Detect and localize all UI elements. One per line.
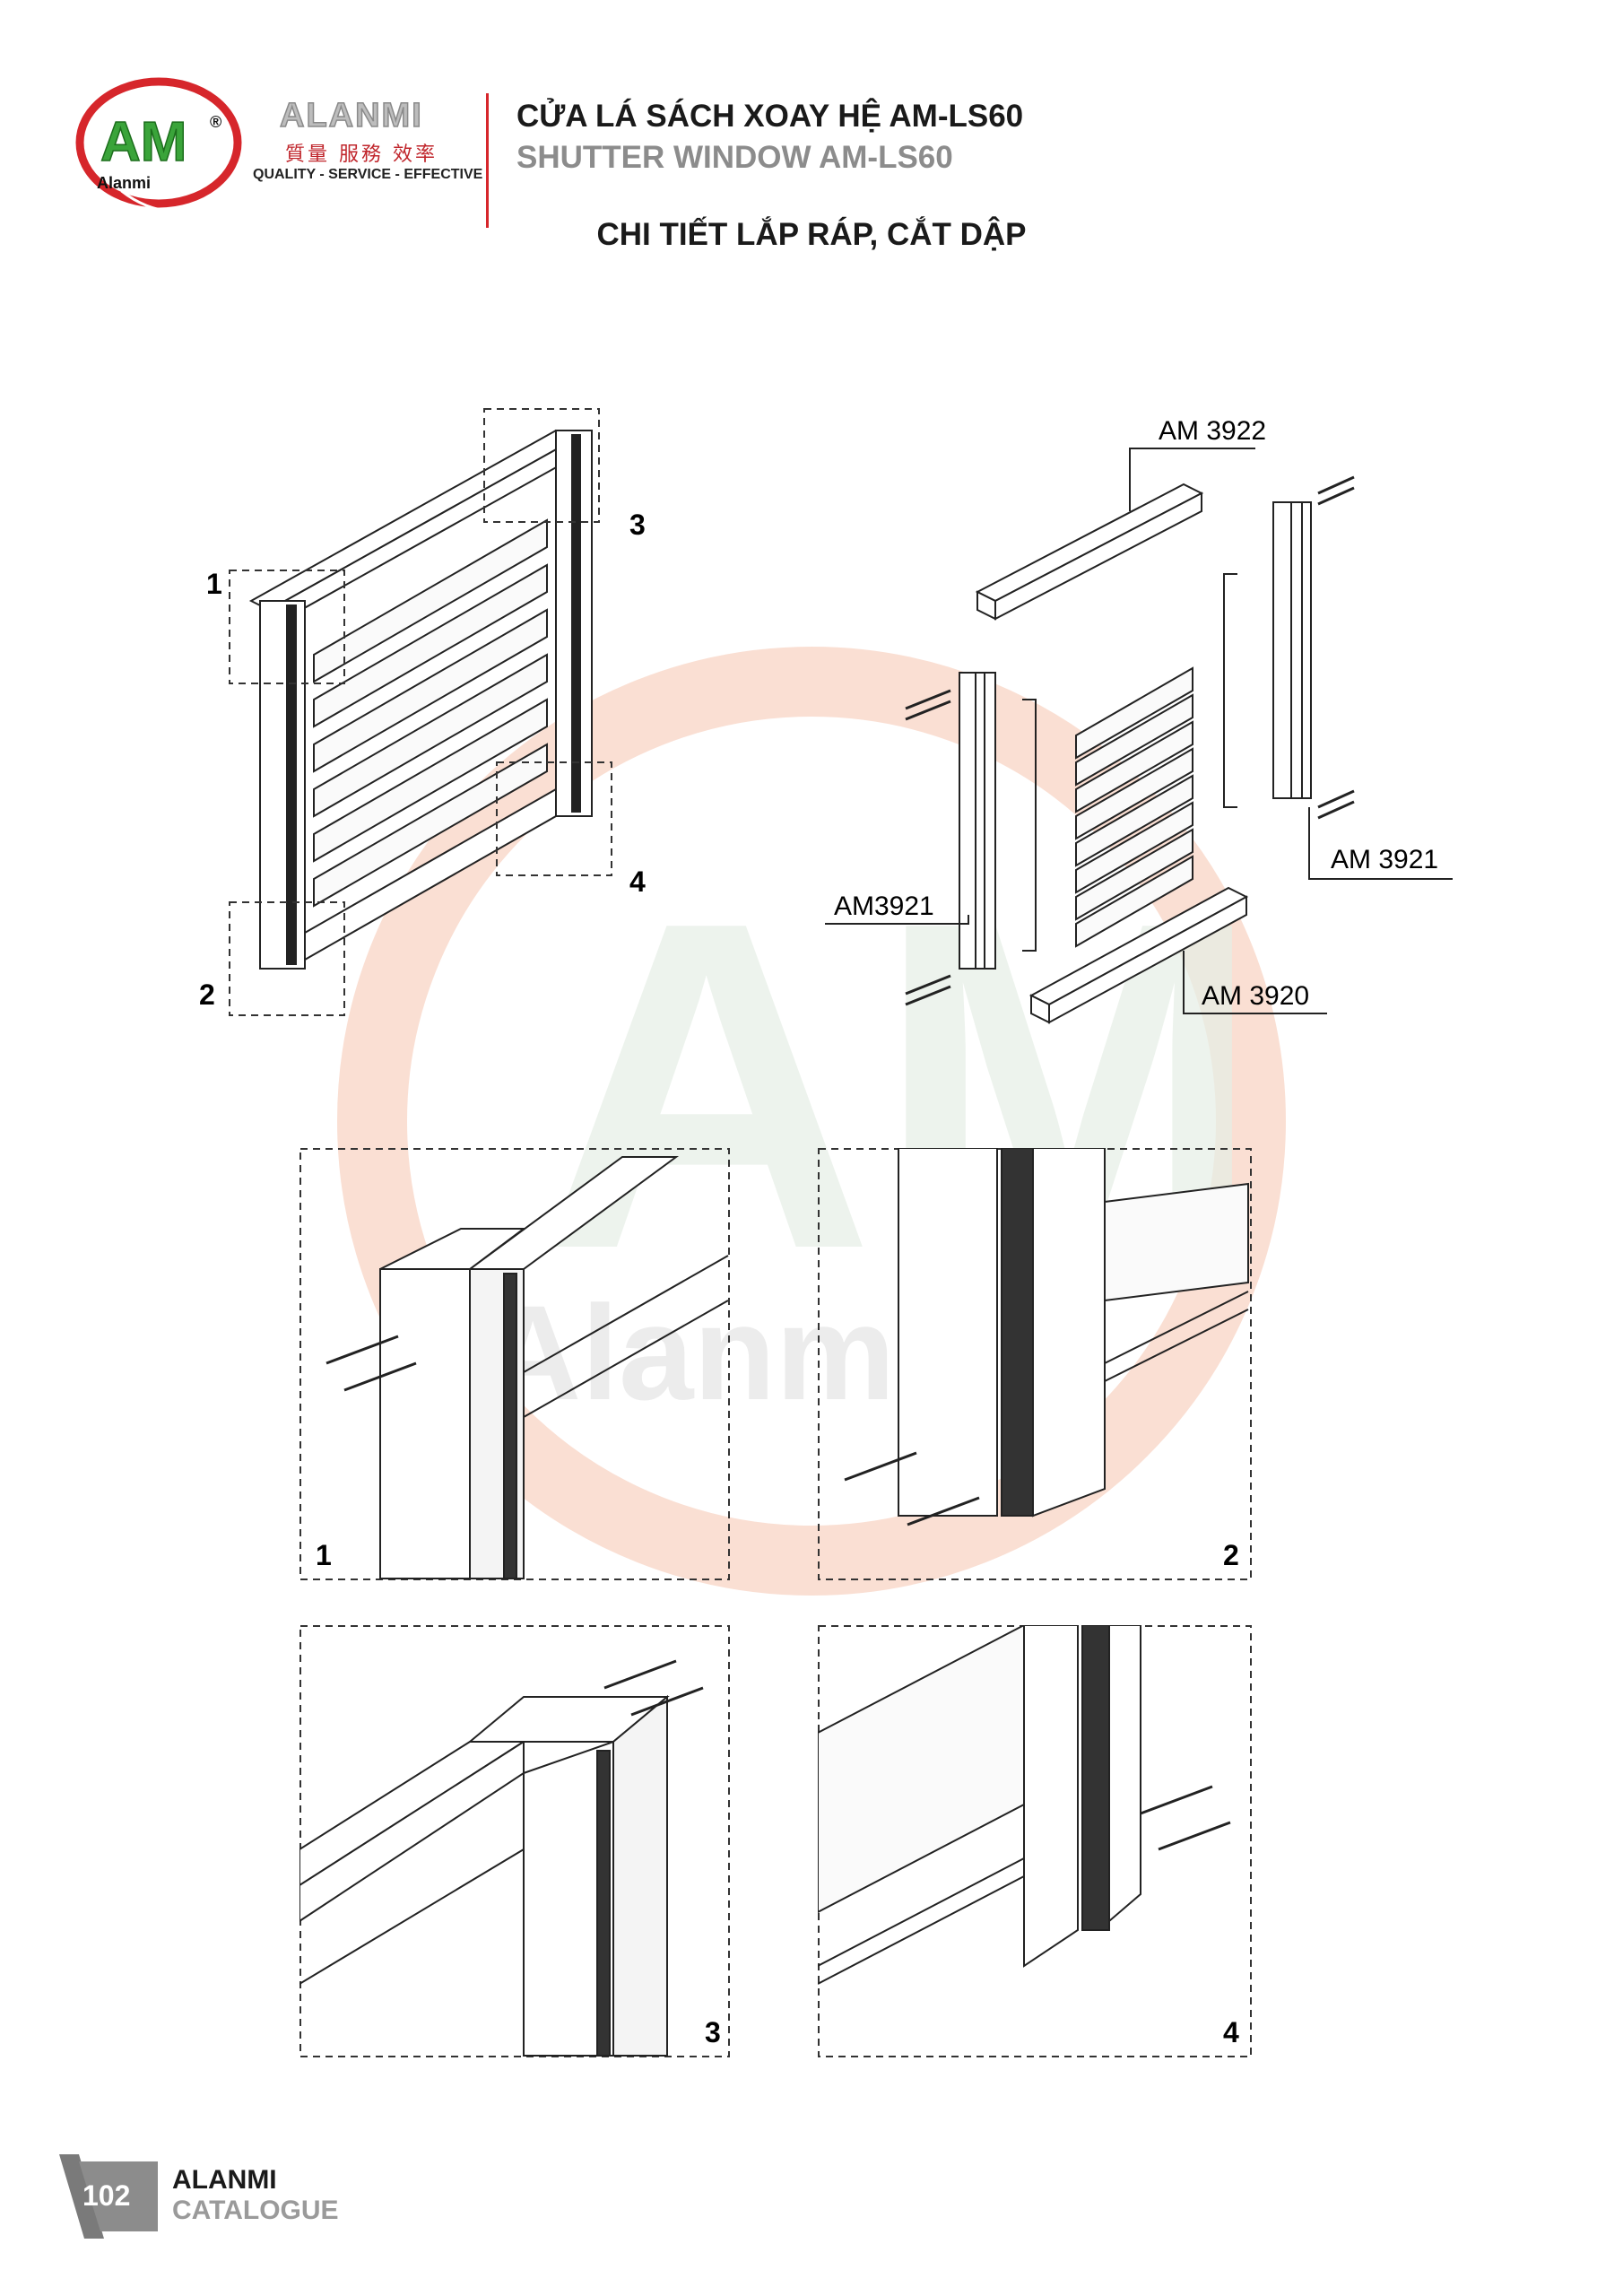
- part-label-bottom-rail: AM 3920: [1202, 981, 1309, 1011]
- callout-3: 3: [629, 509, 646, 541]
- part-label-right-jamb: AM 3921: [1331, 845, 1438, 874]
- detail-number-2: 2: [1223, 1539, 1239, 1571]
- page-number: 102: [82, 2179, 131, 2212]
- company-logo: AM ® Alanmi: [74, 72, 253, 213]
- svg-text:®: ®: [210, 113, 221, 131]
- brand-chinese: 質量 服務 效率: [285, 144, 438, 166]
- part-label-left-jamb: AM3921: [834, 891, 934, 921]
- top-rail-part: [975, 483, 1204, 603]
- detail-panel-3: 3: [299, 1625, 730, 2057]
- detail-number-4: 4: [1223, 2016, 1239, 2048]
- detail-number-3: 3: [705, 2016, 721, 2048]
- title-vietnamese: CỬA LÁ SÁCH XOAY HỆ AM-LS60: [516, 99, 1024, 134]
- part-label-top-rail: AM 3922: [1159, 416, 1266, 446]
- page-subtitle: CHI TIẾT LẮP RÁP, CẮT DẬP: [596, 217, 1027, 252]
- left-jamb-part: [959, 672, 996, 970]
- callout-1: 1: [206, 568, 222, 600]
- brand-tagline: QUALITY - SERVICE - EFFECTIVE: [253, 167, 483, 182]
- assembled-window-drawing: 1 2 3 4: [199, 408, 646, 1016]
- logo-caption: Alanmi: [97, 174, 151, 192]
- footer-brand: ALANMI: [172, 2165, 277, 2195]
- title-english: SHUTTER WINDOW AM-LS60: [516, 140, 953, 175]
- footer-catalogue: CATALOGUE: [172, 2196, 339, 2225]
- callout-4: 4: [629, 865, 646, 898]
- detail-panel-2: 2: [818, 1148, 1252, 1580]
- logo-letters: AM: [100, 111, 187, 173]
- callout-2: 2: [199, 978, 215, 1011]
- header-divider: [486, 93, 489, 228]
- detail-panel-4: 4: [818, 1625, 1252, 2057]
- exploded-view-drawing: AM 3922 AM 3921 AM3921 AM 3920: [825, 416, 1453, 1024]
- page-number-badge: [59, 2154, 158, 2239]
- detail-number-1: 1: [316, 1539, 332, 1571]
- detail-panel-1: 1: [299, 1148, 730, 1580]
- brand-name: ALANMI: [279, 96, 423, 135]
